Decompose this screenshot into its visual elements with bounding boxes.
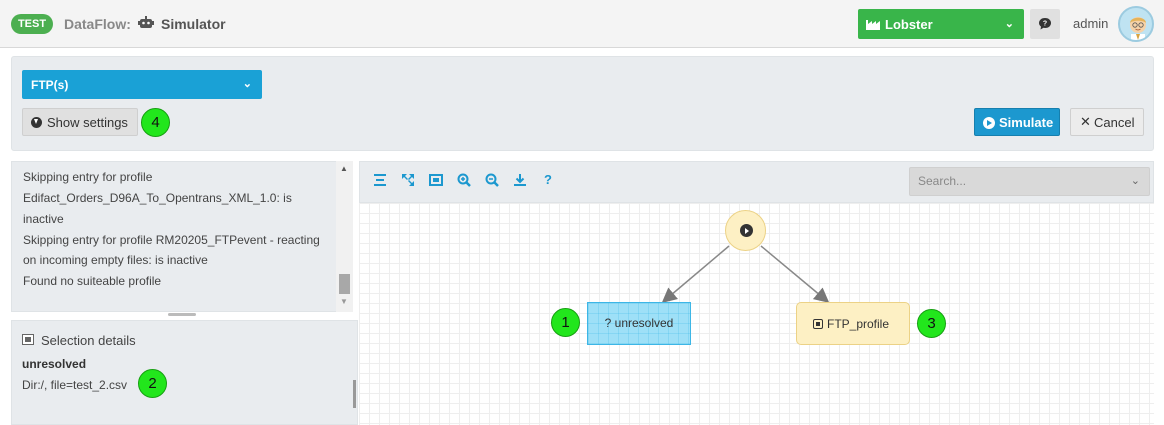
log-line: Edifact_Orders_D96A_To_Opentrans_XML_1.0…	[23, 191, 292, 205]
fit-icon[interactable]	[426, 170, 446, 190]
robot-icon	[138, 16, 154, 30]
svg-text:?: ?	[1043, 21, 1047, 28]
cancel-label: Cancel	[1094, 115, 1135, 130]
callout-marker: 2	[138, 369, 167, 398]
selection-icon	[22, 334, 34, 345]
zoom-out-icon[interactable]	[482, 170, 502, 190]
user-name[interactable]: admin	[1073, 16, 1109, 31]
align-icon[interactable]	[370, 170, 390, 190]
selection-details-panel	[11, 320, 358, 425]
node-ftp-profile[interactable]: FTP_profile	[796, 302, 910, 345]
panel-resize-handle[interactable]	[168, 313, 196, 316]
callout-marker: 4	[141, 108, 170, 137]
chevron-down-icon: ⌄	[242, 78, 252, 90]
log-line: on incoming empty files: is inactive	[23, 253, 208, 267]
start-node[interactable]	[725, 210, 766, 251]
scroll-down-icon[interactable]: ▼	[340, 297, 348, 306]
profile-icon	[813, 319, 823, 329]
selection-name: unresolved	[22, 357, 87, 371]
chat-icon: ?	[1039, 18, 1051, 30]
node-ftp-profile-label: FTP_profile	[827, 317, 890, 331]
scroll-up-icon[interactable]: ▲	[340, 164, 348, 173]
chat-button[interactable]: ?	[1030, 9, 1060, 39]
environment-select-label: Lobster	[885, 17, 933, 32]
play-circle-icon	[983, 117, 995, 129]
chevron-down-icon[interactable]: ⌄	[1130, 175, 1140, 187]
zoom-in-icon[interactable]	[454, 170, 474, 190]
edge-start-unresolved	[661, 245, 730, 303]
log-line: Found no suiteable profile	[23, 274, 162, 288]
avatar[interactable]	[1118, 6, 1154, 42]
chevron-down-icon: ⌄	[1004, 18, 1014, 30]
simulate-button[interactable]: Simulate	[974, 108, 1060, 136]
arrow-down-circle-icon	[31, 117, 42, 128]
download-icon[interactable]	[510, 170, 530, 190]
close-icon: ✕	[1080, 114, 1091, 129]
node-unresolved[interactable]: ? unresolved	[587, 302, 691, 345]
source-select-label: FTP(s)	[31, 78, 69, 92]
help-icon[interactable]: ?	[544, 172, 552, 187]
edge-start-profile	[760, 245, 830, 303]
show-settings-label: Show settings	[47, 115, 128, 130]
page-title: Simulator	[161, 16, 226, 32]
flow-edges	[661, 245, 830, 303]
show-settings-button[interactable]: Show settings	[22, 108, 138, 136]
selection-path: Dir:/, file=test_2.csv	[22, 378, 128, 392]
log-panel: Skipping entry for profile Edifact_Order…	[11, 161, 353, 312]
expand-icon[interactable]	[398, 170, 418, 190]
play-circle-icon	[740, 224, 753, 237]
callout-marker: 3	[917, 309, 946, 338]
app-name[interactable]: DataFlow:	[64, 16, 131, 32]
environment-badge: TEST	[11, 14, 53, 34]
scrollbar-thumb[interactable]	[339, 274, 350, 294]
environment-select[interactable]: Lobster ⌄	[858, 9, 1024, 39]
search-input[interactable]	[918, 174, 1118, 188]
splitter-handle[interactable]	[353, 380, 356, 408]
log-line: Skipping entry for profile RM20205_FTPev…	[23, 233, 320, 247]
source-select[interactable]: FTP(s) ⌄	[22, 70, 262, 99]
graph-search[interactable]: ⌄	[909, 167, 1150, 196]
log-scrollbar[interactable]: ▲ ▼	[336, 161, 353, 312]
log-line: Skipping entry for profile	[23, 170, 153, 184]
log-line: inactive	[23, 212, 64, 226]
selection-details-title: Selection details	[41, 333, 136, 348]
user-avatar-icon	[1130, 17, 1146, 40]
factory-icon	[866, 18, 880, 30]
cancel-button[interactable]: ✕ Cancel	[1070, 108, 1144, 136]
callout-marker: 1	[551, 308, 580, 337]
simulate-label: Simulate	[999, 115, 1054, 130]
